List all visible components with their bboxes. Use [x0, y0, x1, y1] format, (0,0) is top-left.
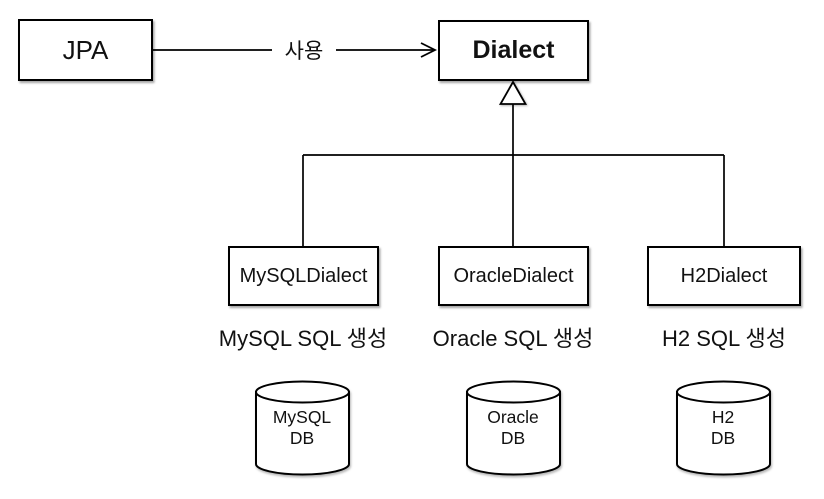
dialect-class-box: Dialect: [438, 20, 589, 81]
arrowhead-icon: [420, 42, 438, 58]
usage-arrow-label: 사용: [272, 36, 336, 63]
mysql-db-label-line1: MySQL: [272, 407, 332, 427]
oracle-db-label-line2: DB: [500, 428, 526, 448]
h2-db-label: H2 DB: [676, 407, 770, 449]
inheritance-triangle-icon: [498, 80, 528, 105]
oracle-db-label-line1: Oracle: [487, 407, 539, 427]
mysql-db-label: MySQL DB: [255, 407, 349, 449]
h2-sql-caption: H2 SQL 생성: [661, 326, 787, 351]
h2-dialect-class-box: H2Dialect: [647, 246, 801, 306]
h2-db-label-line1: H2: [711, 407, 735, 427]
h2-db-label-line2: DB: [710, 428, 736, 448]
oracle-db-label: Oracle DB: [466, 407, 560, 449]
jpa-class-box: JPA: [18, 19, 153, 81]
oracle-db-cylinder-icon: [466, 380, 561, 476]
mysql-db-label-line2: DB: [289, 428, 315, 448]
h2-db-cylinder-icon: [676, 380, 771, 476]
mysql-db-cylinder-icon: [255, 380, 350, 476]
mysql-sql-caption: MySQL SQL 생성: [218, 326, 388, 351]
oracle-dialect-class-box: OracleDialect: [438, 246, 589, 306]
oracle-sql-caption: Oracle SQL 생성: [432, 326, 594, 351]
mysql-dialect-class-box: MySQLDialect: [228, 246, 379, 306]
